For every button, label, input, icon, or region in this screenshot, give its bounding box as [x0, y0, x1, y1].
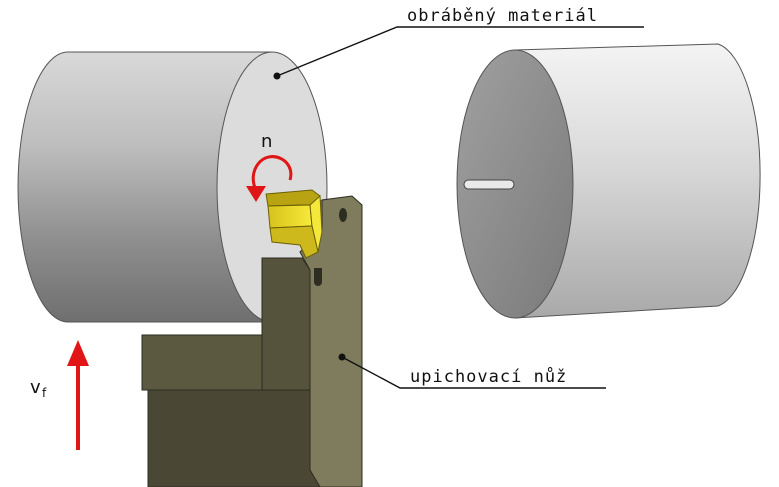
- workpiece-right-face: [456, 49, 574, 319]
- feed-symbol-main: v: [30, 377, 41, 398]
- workpiece-right-pin: [463, 179, 515, 190]
- insert-side: [309, 194, 323, 253]
- feed-arrow: v f: [30, 340, 89, 450]
- tool-column-dark: [261, 257, 311, 391]
- cutting-insert: [265, 189, 323, 259]
- insert-front: [267, 204, 313, 229]
- rotation-arrow-head-icon: [246, 186, 266, 202]
- tool-callout: upichovací nůž: [338, 353, 606, 389]
- insert-lower: [269, 225, 319, 259]
- rotation-arrow-arc: [251, 155, 293, 191]
- workpiece-left: [17, 51, 328, 323]
- feed-symbol-subscript: f: [42, 386, 47, 400]
- tool-callout-leader: [341, 356, 606, 389]
- rotation-arrow: n: [246, 131, 293, 202]
- tool-label: upichovací nůž: [410, 366, 567, 387]
- workpiece-left-body: [17, 51, 273, 323]
- workpiece-label: obráběný materiál: [407, 6, 598, 26]
- workpiece-callout: obráběný materiál: [273, 6, 644, 80]
- tool-hole-top: [339, 208, 347, 222]
- tool-base-block: [147, 389, 327, 487]
- feed-arrow-head-icon: [67, 340, 89, 366]
- workpiece-right-body: [514, 43, 761, 319]
- rotation-symbol: n: [261, 131, 272, 152]
- feed-symbol: v: [30, 377, 41, 398]
- workpiece-right: [456, 43, 761, 319]
- tool-slot: [314, 268, 322, 286]
- workpiece-callout-leader: [276, 26, 644, 77]
